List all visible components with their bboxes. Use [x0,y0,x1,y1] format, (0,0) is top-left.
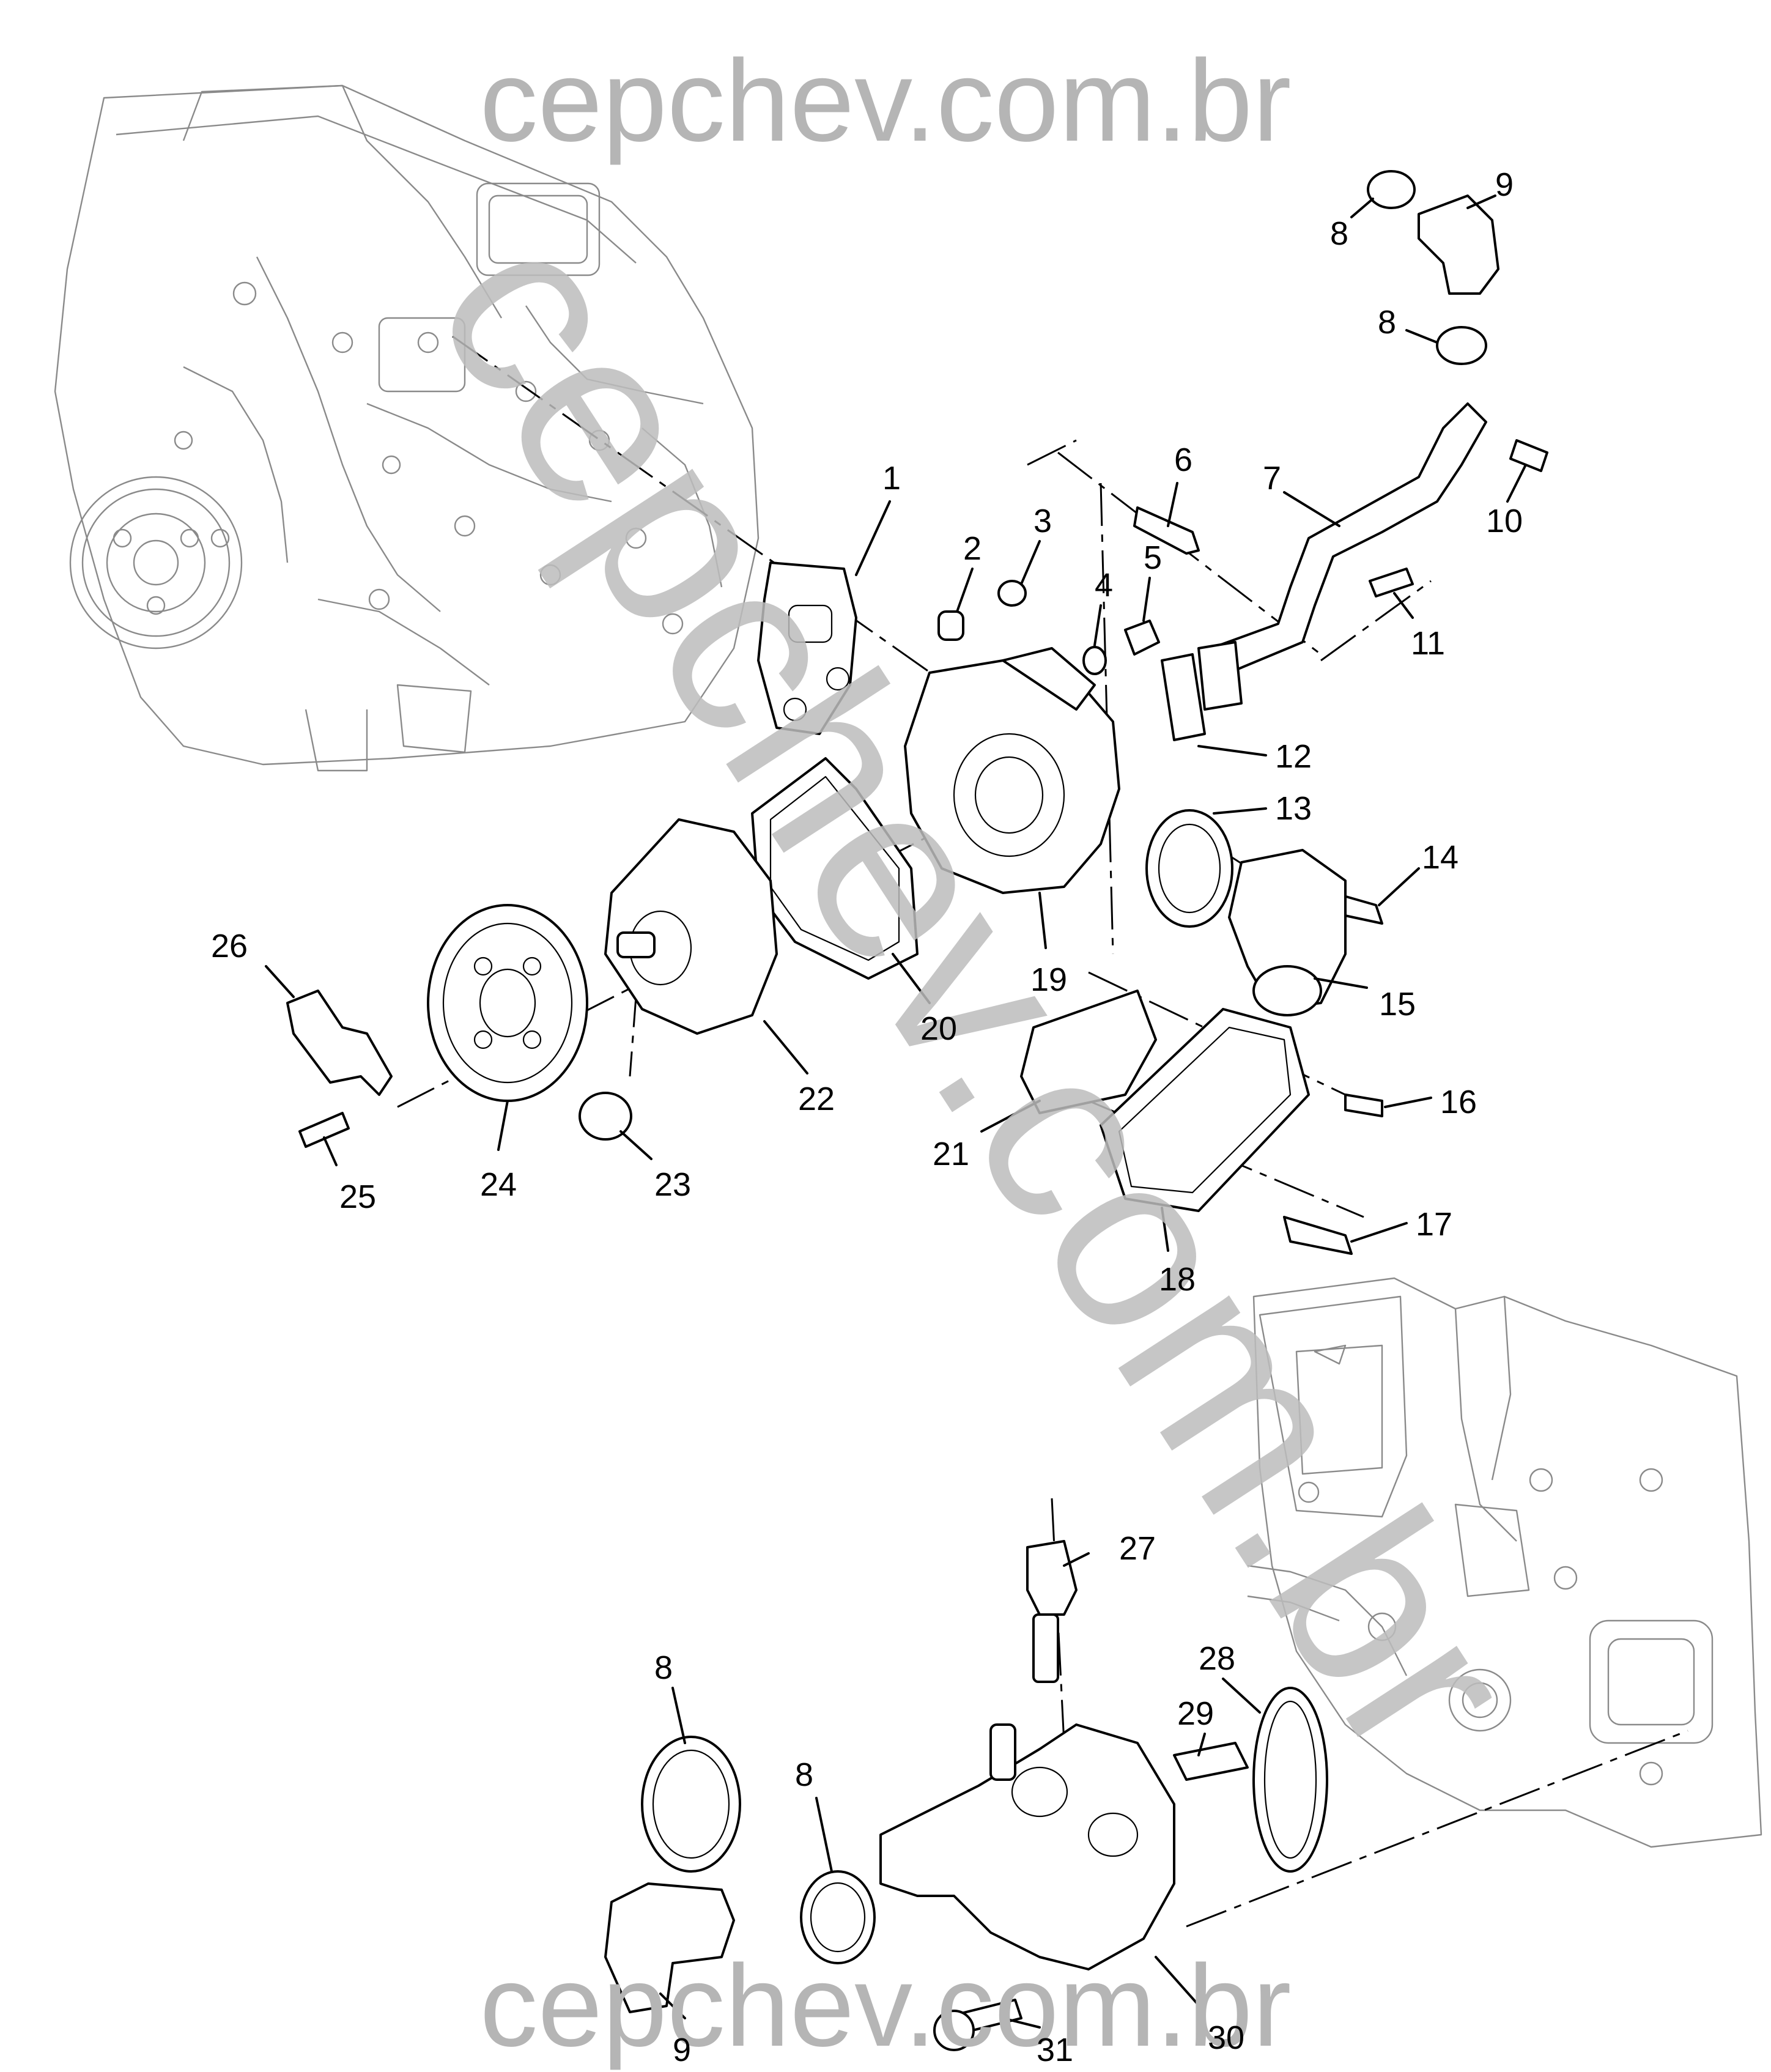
callout-5: 5 [1144,539,1162,576]
callout-10: 10 [1486,503,1523,539]
lower-assembly-parts [604,1540,1328,2051]
part-26-bracket [286,990,393,1096]
callout-19: 19 [1030,961,1067,998]
callout-1: 1 [882,460,901,497]
part-17-bolt [1283,1216,1353,1255]
part-2-dowel [937,610,964,641]
callout-14: 14 [1422,839,1459,876]
callout-25: 25 [339,1178,376,1215]
part-28-oring [1252,1687,1328,1873]
part-30-coolant-outlet [879,1723,1175,1970]
part-6-bolt [1133,506,1200,555]
part-9-hose-lower [604,1882,735,2013]
callout-22: 22 [798,1081,835,1117]
part-29-clip [1173,1742,1249,1781]
part-25-bolt [298,1112,350,1148]
callout-7: 7 [1263,460,1281,497]
callout-16: 16 [1440,1084,1477,1120]
callout-28: 28 [1199,1640,1235,1677]
callout-18: 18 [1159,1261,1196,1298]
callout-leader-lines [265,194,1527,2029]
callout-13: 13 [1275,790,1312,827]
upper-assembly-parts [286,170,1548,1255]
part-27-temperature-sensor [1026,1540,1078,1616]
part-7-coolant-pipe [1210,402,1487,674]
part-3-plug [997,580,1027,607]
part-24-pulley [427,904,588,1102]
part-8-clamp-lower-left [641,1736,741,1873]
part-18-oil-cooler [1100,1008,1310,1212]
part-8-clamp-mid [1436,326,1487,365]
callout-31: 31 [1037,2032,1073,2068]
engine-block-illustration [54,84,760,772]
crank-pulley-outline [69,476,243,649]
callout-4: 4 [1095,567,1113,604]
callout-27: 27 [1119,1530,1156,1567]
callout-24: 24 [480,1166,517,1203]
callout-26: 26 [211,928,248,964]
part-21-gasket [1020,990,1157,1114]
engine-front-illustration [1247,1277,1762,1848]
part-13-oring [1145,809,1233,928]
callout-8-top: 8 [1330,215,1348,252]
part-22-water-pump [604,818,778,1035]
callout-21: 21 [933,1136,969,1172]
callout-2: 2 [963,530,982,567]
callout-17: 17 [1416,1206,1452,1243]
callout-9-top: 9 [1495,166,1514,203]
callout-6: 6 [1174,442,1192,478]
watermark-top: cepchev.com.br [479,36,1291,166]
part-12-gasket [1161,653,1206,741]
callout-11: 11 [1411,625,1445,662]
callout-8-lower-center: 8 [795,1756,813,1793]
part-10-bolt [1509,439,1548,472]
part-15-thermostat-housing [1228,849,1347,1010]
part-8-clamp-lower-center [800,1870,876,1964]
callout-numbers: 1 2 3 4 5 6 7 8 9 8 10 11 12 13 14 15 16… [211,166,1523,2068]
callout-12: 12 [1275,738,1312,775]
part-8-clamp-top [1367,170,1416,209]
part-23-seal [579,1092,632,1141]
callout-30: 30 [1208,2019,1244,2056]
callout-20: 20 [920,1010,957,1047]
part-5-fitting [1124,620,1160,656]
part-16-bolt [1344,1093,1383,1117]
part-9-hose-top [1418,194,1499,295]
callout-8-mid: 8 [1378,304,1396,341]
callout-8-lower-left: 8 [654,1649,673,1686]
callout-23: 23 [654,1166,691,1203]
part-1-gasket [757,561,857,735]
callout-15: 15 [1379,986,1416,1023]
callout-9-lower: 9 [673,2032,691,2068]
watermark-bottom: cepchev.com.br [479,1941,1291,2071]
part-4-seal [1082,646,1107,675]
part-11-bolt [1369,568,1414,598]
callout-29: 29 [1177,1695,1214,1732]
callout-3: 3 [1033,503,1052,539]
